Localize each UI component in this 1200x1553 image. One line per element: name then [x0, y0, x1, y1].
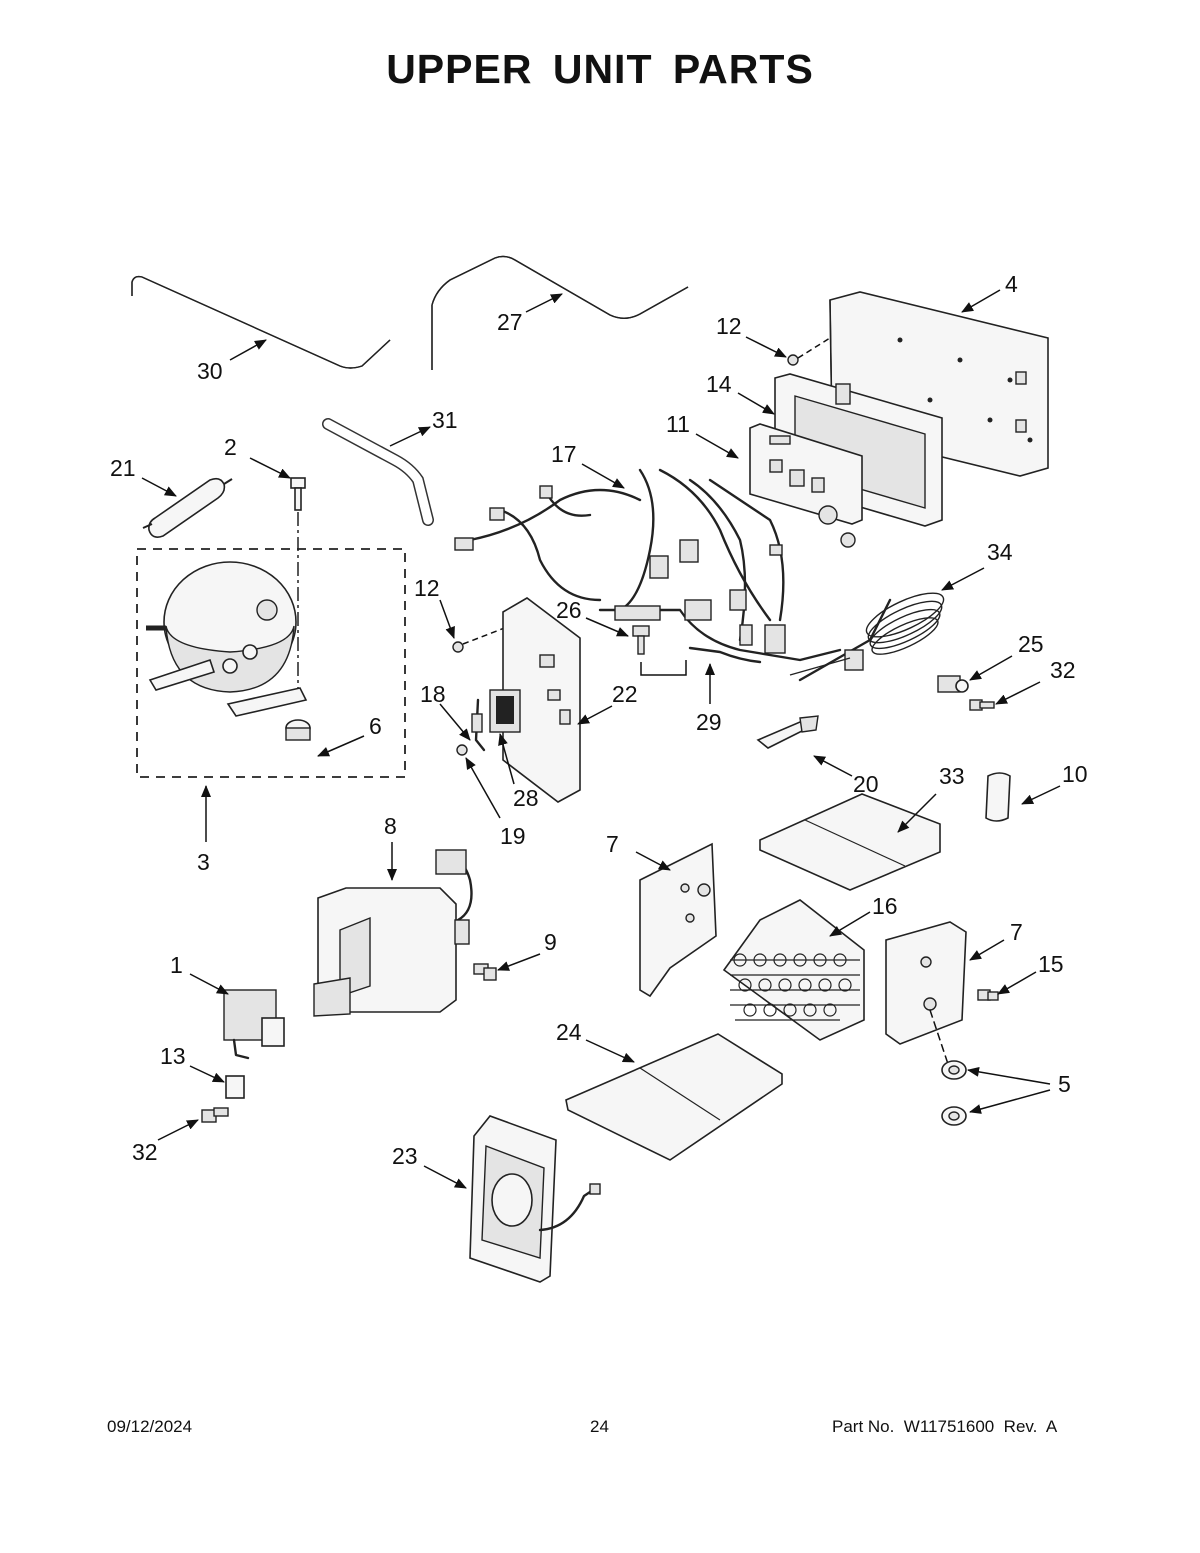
callout-2: 2 — [224, 434, 237, 460]
footer-page-number: 24 — [590, 1417, 609, 1436]
part-18-wire — [471, 698, 486, 752]
part-29-sensor — [688, 646, 762, 664]
callout-22: 22 — [612, 681, 638, 707]
part-3-compressor-assembly-box — [136, 548, 406, 778]
part-26-screw — [632, 625, 687, 676]
part-9-screw — [473, 963, 497, 981]
footer-part-number: Part No. W11751600 Rev. A — [832, 1417, 1058, 1436]
part-5-grommet-upper — [941, 1060, 967, 1080]
part-11-control-board — [749, 423, 863, 548]
callout-10: 10 — [1062, 761, 1088, 787]
part-17-wire-harness — [454, 468, 892, 682]
callout-18: 18 — [420, 681, 446, 707]
part-16-evaporator — [722, 899, 865, 1041]
part-25-clip — [937, 675, 969, 693]
callout-30: 30 — [197, 358, 223, 384]
part-10-sleeve — [985, 772, 1011, 822]
callout-12-upper: 12 — [716, 313, 742, 339]
callout-12-lower: 12 — [414, 575, 440, 601]
callout-16: 16 — [872, 893, 898, 919]
callout-28: 28 — [513, 785, 539, 811]
part-23-fan-assembly — [469, 1115, 601, 1283]
part-21-filter-drier — [142, 477, 233, 538]
part-2-bolt — [290, 477, 306, 688]
callout-7-left: 7 — [606, 831, 619, 857]
callout-17: 17 — [551, 441, 577, 467]
callout-9: 9 — [544, 929, 557, 955]
callout-24: 24 — [556, 1019, 582, 1045]
part-28-switch — [489, 689, 521, 733]
callout-32-left: 32 — [132, 1139, 158, 1165]
callout-labels: 30 27 31 21 2 4 12 14 11 17 34 12 26 25 … — [110, 271, 1088, 1169]
page-title: UPPER UNIT PARTS — [386, 46, 814, 92]
part-34-heater-coil — [789, 592, 945, 676]
callout-1: 1 — [170, 952, 183, 978]
part-20-cable-tie — [756, 715, 819, 749]
callout-20: 20 — [853, 771, 879, 797]
part-3-compressor — [146, 561, 311, 741]
callout-19: 19 — [500, 823, 526, 849]
part-5-grommet-lower — [941, 1106, 967, 1126]
part-12-screw-upper — [787, 337, 831, 366]
callout-29: 29 — [696, 709, 722, 735]
callout-26: 26 — [556, 597, 582, 623]
callout-3: 3 — [197, 849, 210, 875]
part-32-screw-right — [969, 699, 995, 711]
callout-34: 34 — [987, 539, 1013, 565]
part-24-cover — [565, 1033, 783, 1161]
part-27-tube — [431, 255, 689, 370]
footer-date: 09/12/2024 — [107, 1417, 193, 1436]
callout-15: 15 — [1038, 951, 1064, 977]
part-7-bracket-left — [639, 842, 717, 998]
part-1-relay — [223, 989, 285, 1060]
callout-31: 31 — [432, 407, 458, 433]
part-32-screw-left — [201, 1107, 229, 1123]
part-8-shroud — [313, 849, 473, 1017]
callout-4: 4 — [1005, 271, 1018, 297]
callout-5: 5 — [1058, 1071, 1071, 1097]
callout-13: 13 — [160, 1043, 186, 1069]
callout-25: 25 — [1018, 631, 1044, 657]
part-22-bracket — [502, 597, 581, 803]
part-13-label — [225, 1075, 245, 1099]
callout-7-right: 7 — [1010, 919, 1023, 945]
callout-6: 6 — [369, 713, 382, 739]
part-19-screw — [456, 744, 468, 756]
callout-33: 33 — [939, 763, 965, 789]
callout-21: 21 — [110, 455, 136, 481]
callout-8: 8 — [384, 813, 397, 839]
callout-27: 27 — [497, 309, 523, 335]
callout-32-right: 32 — [1050, 657, 1076, 683]
callout-23: 23 — [392, 1143, 418, 1169]
callout-14: 14 — [706, 371, 732, 397]
leader-arrows — [141, 289, 1061, 1189]
part-15-screw — [977, 989, 999, 1001]
part-33-cover — [759, 793, 941, 891]
part-7-bracket-right — [885, 921, 967, 1071]
callout-11: 11 — [666, 411, 690, 437]
